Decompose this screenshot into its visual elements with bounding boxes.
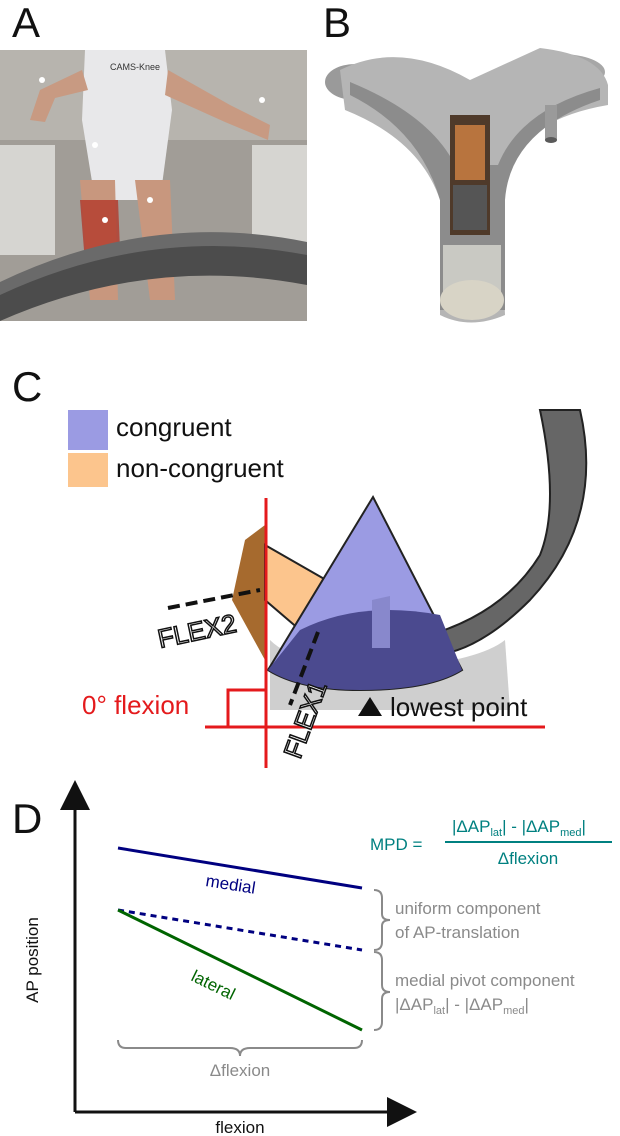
panel-letter-c: C bbox=[12, 363, 43, 410]
flex1-line bbox=[288, 631, 320, 706]
mpd-formula: MPD = |ΔAPlat| - |ΔAPmed| Δflexion bbox=[370, 817, 612, 868]
x-axis-label: flexion bbox=[215, 1118, 264, 1136]
uniform-label-line2: of AP-translation bbox=[395, 923, 520, 942]
experiment-photo: CAMS-Knee bbox=[0, 50, 307, 321]
uniform-dotted-line bbox=[117, 908, 363, 952]
lateral-label: lateral bbox=[188, 967, 238, 1004]
pivot-brace bbox=[373, 951, 391, 1031]
panel-letter-a: A bbox=[12, 0, 41, 46]
formula-denominator: Δflexion bbox=[498, 849, 559, 868]
congruent-sector-overlap bbox=[268, 610, 462, 690]
delta-flexion-label: Δflexion bbox=[210, 1061, 271, 1080]
formula-lhs: MPD = bbox=[370, 835, 423, 854]
legend-label-congruent: congruent bbox=[116, 412, 232, 442]
lowest-point-label: lowest point bbox=[390, 692, 528, 722]
pivot-label-line1: medial pivot component bbox=[395, 971, 575, 990]
zero-flexion-label: 0° flexion bbox=[82, 690, 189, 720]
lateral-line bbox=[117, 908, 363, 1032]
formula-numerator: |ΔAPlat| - |ΔAPmed| bbox=[452, 817, 586, 839]
shirt-text: CAMS-Knee bbox=[110, 62, 160, 72]
experiment-photo-drawing: CAMS-Knee bbox=[0, 50, 307, 321]
panel-letter-b: B bbox=[323, 0, 352, 46]
right-angle-marker bbox=[226, 688, 266, 727]
flex2-line bbox=[167, 588, 261, 610]
legend-label-non-congruent: non-congruent bbox=[116, 453, 284, 483]
uniform-brace bbox=[373, 889, 391, 951]
uniform-label-line1: uniform component bbox=[395, 899, 541, 918]
lowest-point-triangle bbox=[358, 697, 382, 716]
congruent-notch bbox=[372, 596, 390, 648]
medial-label: medial bbox=[204, 871, 256, 898]
medial-line bbox=[117, 846, 363, 890]
pivot-label-line2: |ΔAPlat| - |ΔAPmed| bbox=[395, 995, 529, 1017]
panel-letter-d: D bbox=[12, 795, 43, 842]
delta-flexion-brace bbox=[117, 1039, 363, 1057]
y-axis-label: AP position bbox=[23, 917, 42, 1003]
legend-swatch-non-congruent bbox=[68, 453, 108, 487]
legend-swatch-congruent bbox=[68, 410, 108, 450]
